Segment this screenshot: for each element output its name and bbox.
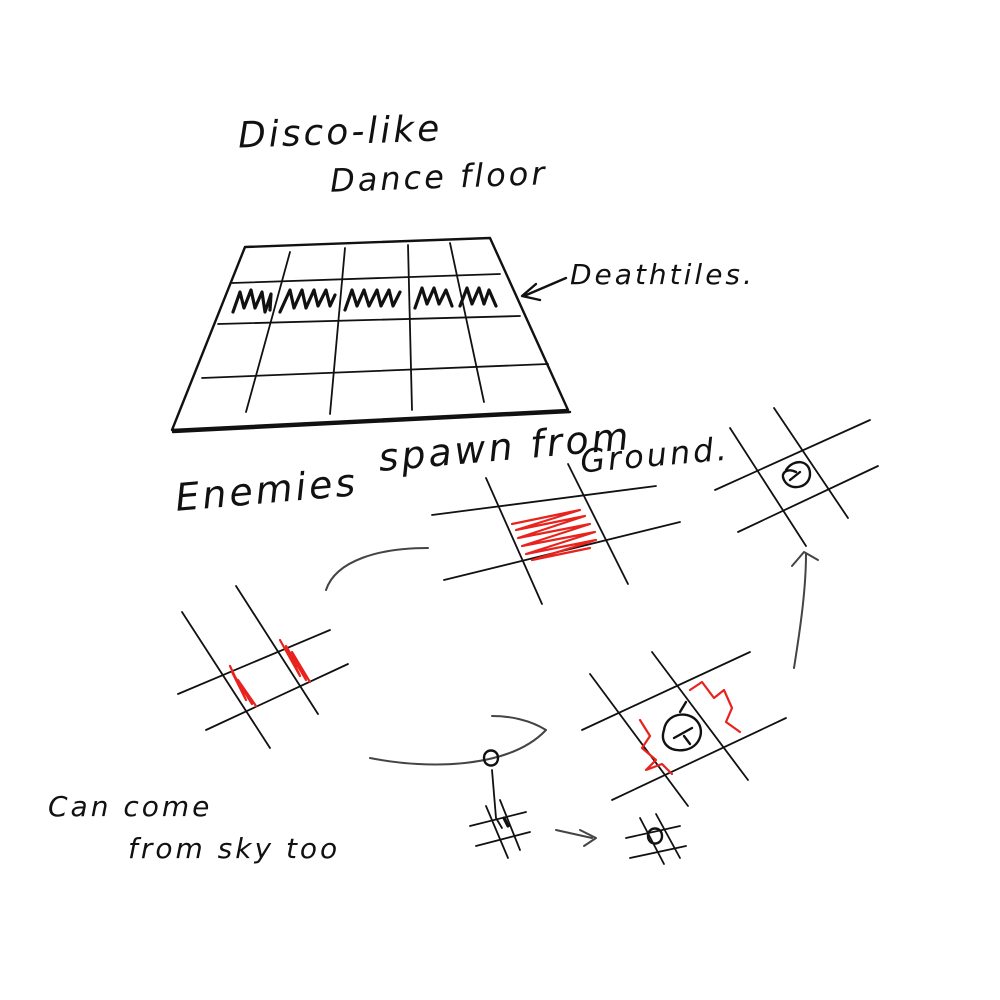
sky-drop-arrow <box>555 829 597 847</box>
sky-label-line-1: Can come <box>48 790 213 823</box>
death-tiles-pointer-arrow <box>520 276 568 302</box>
sky-drop-enemy-landed <box>625 813 687 865</box>
arrow-to-rising <box>369 715 547 766</box>
spawn-step-enemy-rising <box>581 651 787 807</box>
spawn-step-tile-glow <box>431 463 681 605</box>
arrow-to-enemy-tile <box>791 551 819 669</box>
title-line-1: Disco-like <box>237 108 443 157</box>
sky-label-line-2: from sky too <box>128 832 341 865</box>
death-tiles-hatching <box>231 286 498 314</box>
spawn-step-enemy-on-tile <box>714 407 879 547</box>
spawn-flow-arrows <box>325 547 819 766</box>
spawn-step-crack-highlight <box>177 585 349 749</box>
arrow-to-crack <box>325 547 429 591</box>
title-line-2: Dance floor <box>329 154 549 200</box>
sky-drop-enemy-falling <box>469 749 531 859</box>
dance-floor-grid <box>170 236 572 434</box>
death-tiles-label: Deathtiles. <box>570 258 755 291</box>
